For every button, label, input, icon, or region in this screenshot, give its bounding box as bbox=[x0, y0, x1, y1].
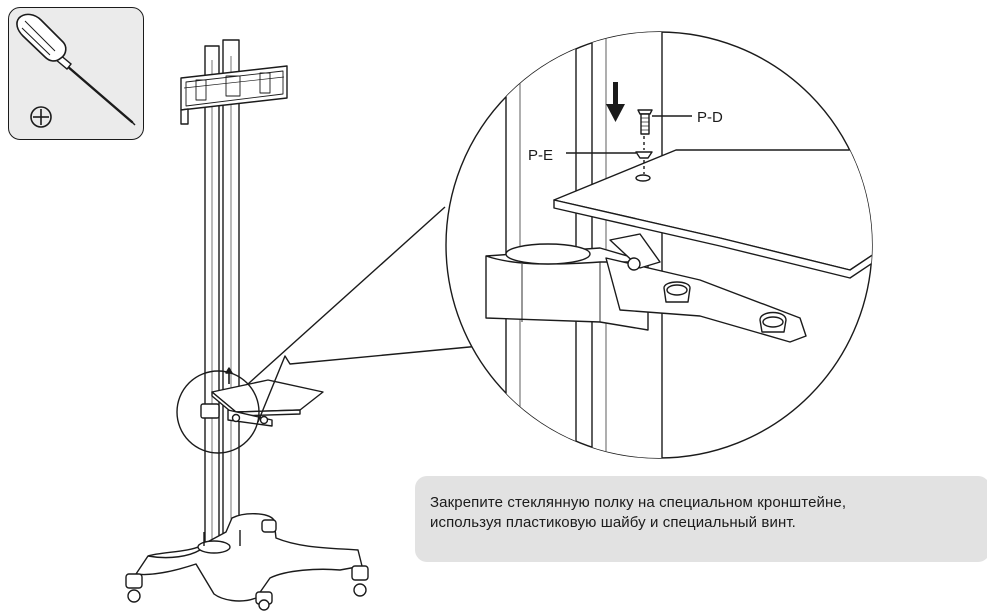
small-shelf bbox=[200, 367, 324, 427]
stand-poles bbox=[204, 39, 240, 547]
tool-panel bbox=[8, 7, 144, 140]
down-arrow-icon bbox=[606, 82, 625, 122]
cart-base bbox=[125, 513, 369, 611]
detail-circle-large bbox=[445, 31, 873, 459]
instruction-line-2: используя пластиковую шайбу и специальны… bbox=[430, 514, 796, 531]
screw-part bbox=[637, 109, 692, 135]
screw-label: P-D bbox=[697, 109, 723, 126]
instruction-panel: Закрепите стеклянную полку на специально… bbox=[415, 476, 987, 562]
tv-mount-bracket bbox=[180, 65, 288, 125]
detail-circle-small bbox=[176, 370, 260, 454]
washer-label: P-E bbox=[528, 147, 553, 164]
zoom-leader-lines bbox=[247, 206, 481, 423]
screwdriver-icon bbox=[16, 13, 136, 128]
phillips-head-icon bbox=[30, 106, 52, 128]
washer-part bbox=[566, 136, 653, 174]
instruction-line-1: Закрепите стеклянную полку на специально… bbox=[430, 494, 847, 511]
